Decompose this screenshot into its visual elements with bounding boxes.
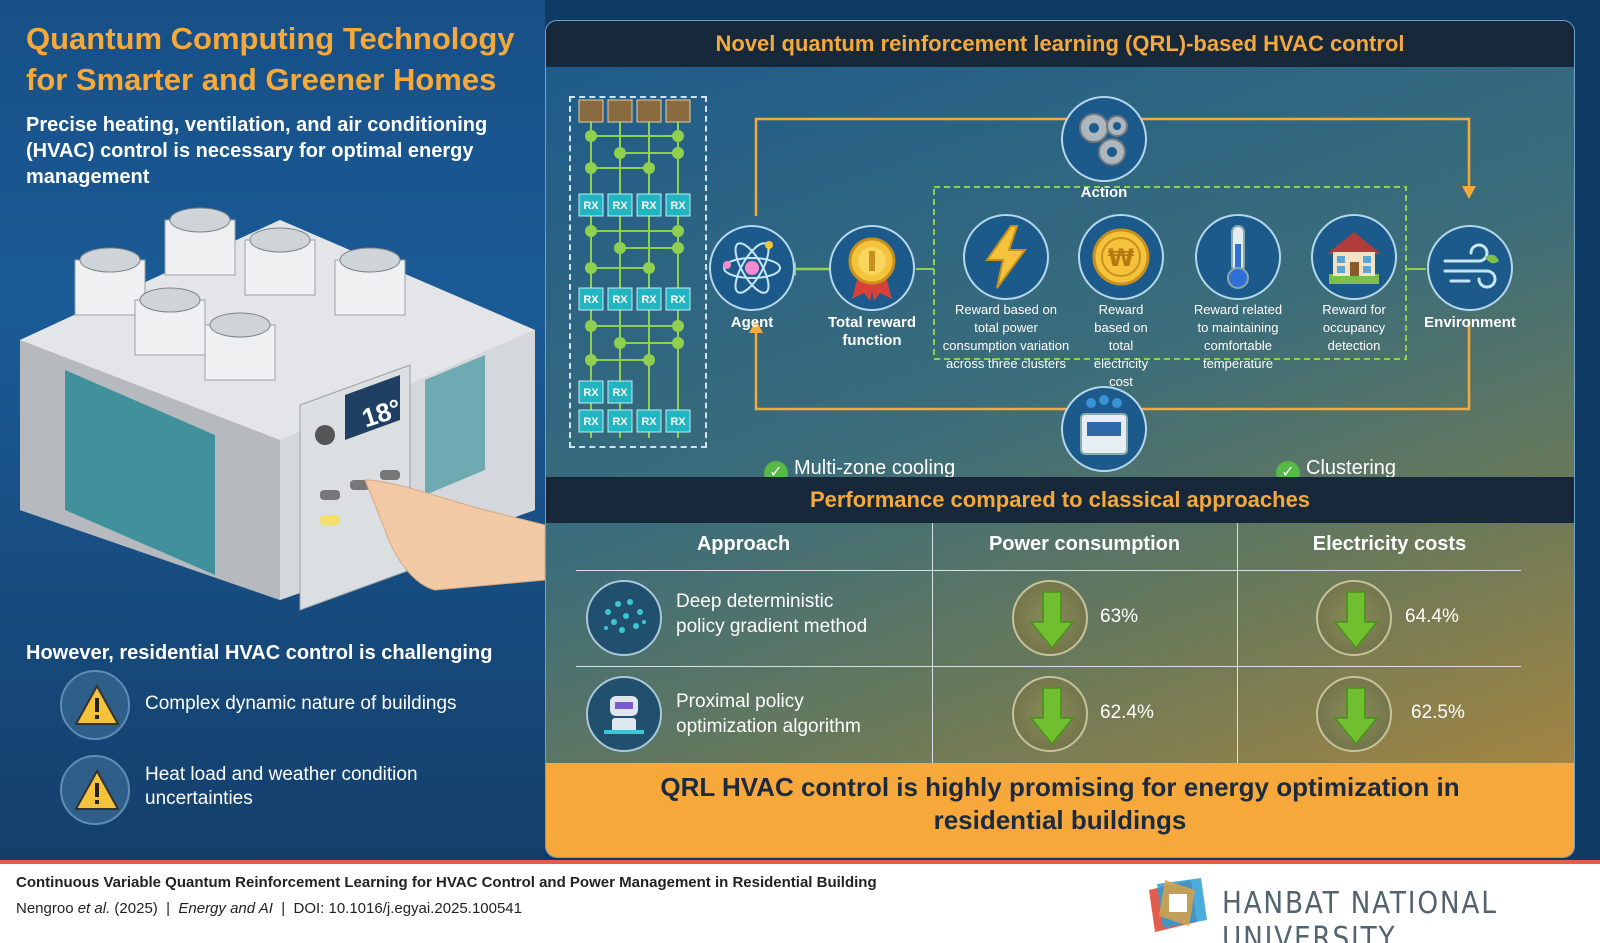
challenge-heading: However, residential HVAC control is cha… — [26, 642, 493, 664]
rx-gate-label: RX — [641, 294, 657, 306]
rx-gate-label: RX — [612, 416, 628, 428]
network-icon — [586, 580, 662, 656]
gear-icon — [1079, 113, 1128, 166]
paper-title: Continuous Variable Quantum Reinforcemen… — [16, 874, 877, 891]
feature-item: ✓Clustering — [1276, 457, 1396, 485]
qrl-heading: Novel quantum reinforcement learning (QR… — [546, 21, 1574, 67]
warning-icon — [60, 755, 130, 825]
approach-name: Deep deterministic policy gradient metho… — [676, 591, 868, 637]
reward-text: Reward based on total power consumption … — [942, 302, 1070, 371]
performance-table: Approach Power consumption Electricity c… — [546, 523, 1574, 763]
column-header: Electricity costs — [1312, 533, 1467, 555]
down-arrow-icon — [1316, 580, 1392, 656]
rx-gate-label: RX — [612, 387, 628, 399]
performance-heading: Performance compared to classical approa… — [546, 477, 1574, 523]
reward-text: Reward based on total electricity cost — [1093, 302, 1149, 389]
column-header: Power consumption — [988, 533, 1181, 555]
doi-link[interactable]: DOI: 10.1016/j.egyai.2025.100541 — [293, 900, 522, 917]
divider — [576, 570, 1521, 571]
warning-icon — [60, 670, 130, 740]
rx-gate-label: RX — [612, 294, 628, 306]
medal-icon — [848, 237, 896, 301]
rx-gate-label: RX — [670, 294, 686, 306]
coin-icon: ₩ — [1092, 228, 1150, 286]
divider — [932, 523, 933, 763]
cost-value: 64.4% — [1405, 606, 1459, 627]
rx-gate-label: RX — [641, 416, 657, 428]
action-label: Action — [1080, 184, 1128, 201]
down-arrow-icon — [1012, 676, 1088, 752]
main-title: Quantum Computing Technology for Smarter… — [26, 21, 515, 97]
quantum-circuit: RX RX RX RX RX RX RX RX RX RX RX RX RX RX — [569, 96, 707, 448]
total-reward-label: Total reward function — [827, 314, 917, 349]
divider — [576, 666, 1521, 667]
power-value: 63% — [1100, 606, 1139, 627]
approach-name: Proximal policy optimization algorithm — [676, 691, 861, 737]
rx-gate-label: RX — [583, 294, 599, 306]
wind-icon — [1443, 243, 1499, 289]
rx-gate-label: RX — [583, 387, 599, 399]
atom-icon — [723, 241, 781, 294]
rx-gate-label: RX — [583, 416, 599, 428]
divider — [1237, 523, 1238, 763]
agent-label: Agent — [730, 314, 774, 331]
university-logo — [1149, 878, 1207, 932]
cost-value: 62.5% — [1411, 702, 1465, 723]
monitor-icon — [1080, 395, 1128, 455]
rx-gate-label: RX — [670, 416, 686, 428]
rx-gate-label: RX — [583, 200, 599, 212]
down-arrow-icon — [1316, 676, 1392, 752]
footer: Continuous Variable Quantum Reinforcemen… — [0, 860, 1600, 943]
reward-text: Reward for occupancy detection — [1322, 302, 1386, 353]
rx-gate-label: RX — [612, 200, 628, 212]
robot-icon — [586, 676, 662, 752]
left-panel: Quantum Computing Technology for Smarter… — [0, 0, 545, 860]
challenge-text: Complex dynamic nature of buildings — [145, 693, 457, 714]
column-header: Approach — [696, 533, 791, 555]
power-value: 62.4% — [1100, 702, 1154, 723]
conclusion-banner: QRL HVAC control is highly promising for… — [546, 763, 1574, 857]
rx-gate-label: RX — [641, 200, 657, 212]
down-arrow-icon — [1012, 580, 1088, 656]
right-panel: Novel quantum reinforcement learning (QR… — [545, 20, 1575, 858]
challenge-item: Heat load and weather condition uncertai… — [60, 755, 530, 825]
environment-label: Environment — [1424, 314, 1516, 331]
hvac-building-illustration — [20, 207, 545, 611]
qrl-flow-diagram: ₩ Agent Total reward function Action — [706, 71, 1566, 492]
svg-text:₩: ₩ — [1108, 244, 1135, 272]
intro-text: Precise heating, ventilation, and air co… — [26, 114, 488, 188]
rx-gate-label: RX — [670, 200, 686, 212]
citation: Nengroo et al. (2025) | Energy and AI | … — [16, 900, 522, 917]
lightning-icon — [985, 225, 1027, 289]
circuit-diagram: RX RX RX RX RX RX RX RX RX RX RX RX RX RX — [578, 99, 691, 438]
reward-text: Reward related to maintaining comfortabl… — [1193, 302, 1283, 371]
challenge-text: Heat load and weather condition uncertai… — [145, 764, 418, 809]
university-name: HANBAT NATIONAL UNIVERSITY — [1222, 886, 1498, 943]
challenge-item: Complex dynamic nature of buildings — [60, 670, 530, 740]
thermometer-icon — [1227, 225, 1249, 289]
house-icon — [1327, 232, 1381, 284]
